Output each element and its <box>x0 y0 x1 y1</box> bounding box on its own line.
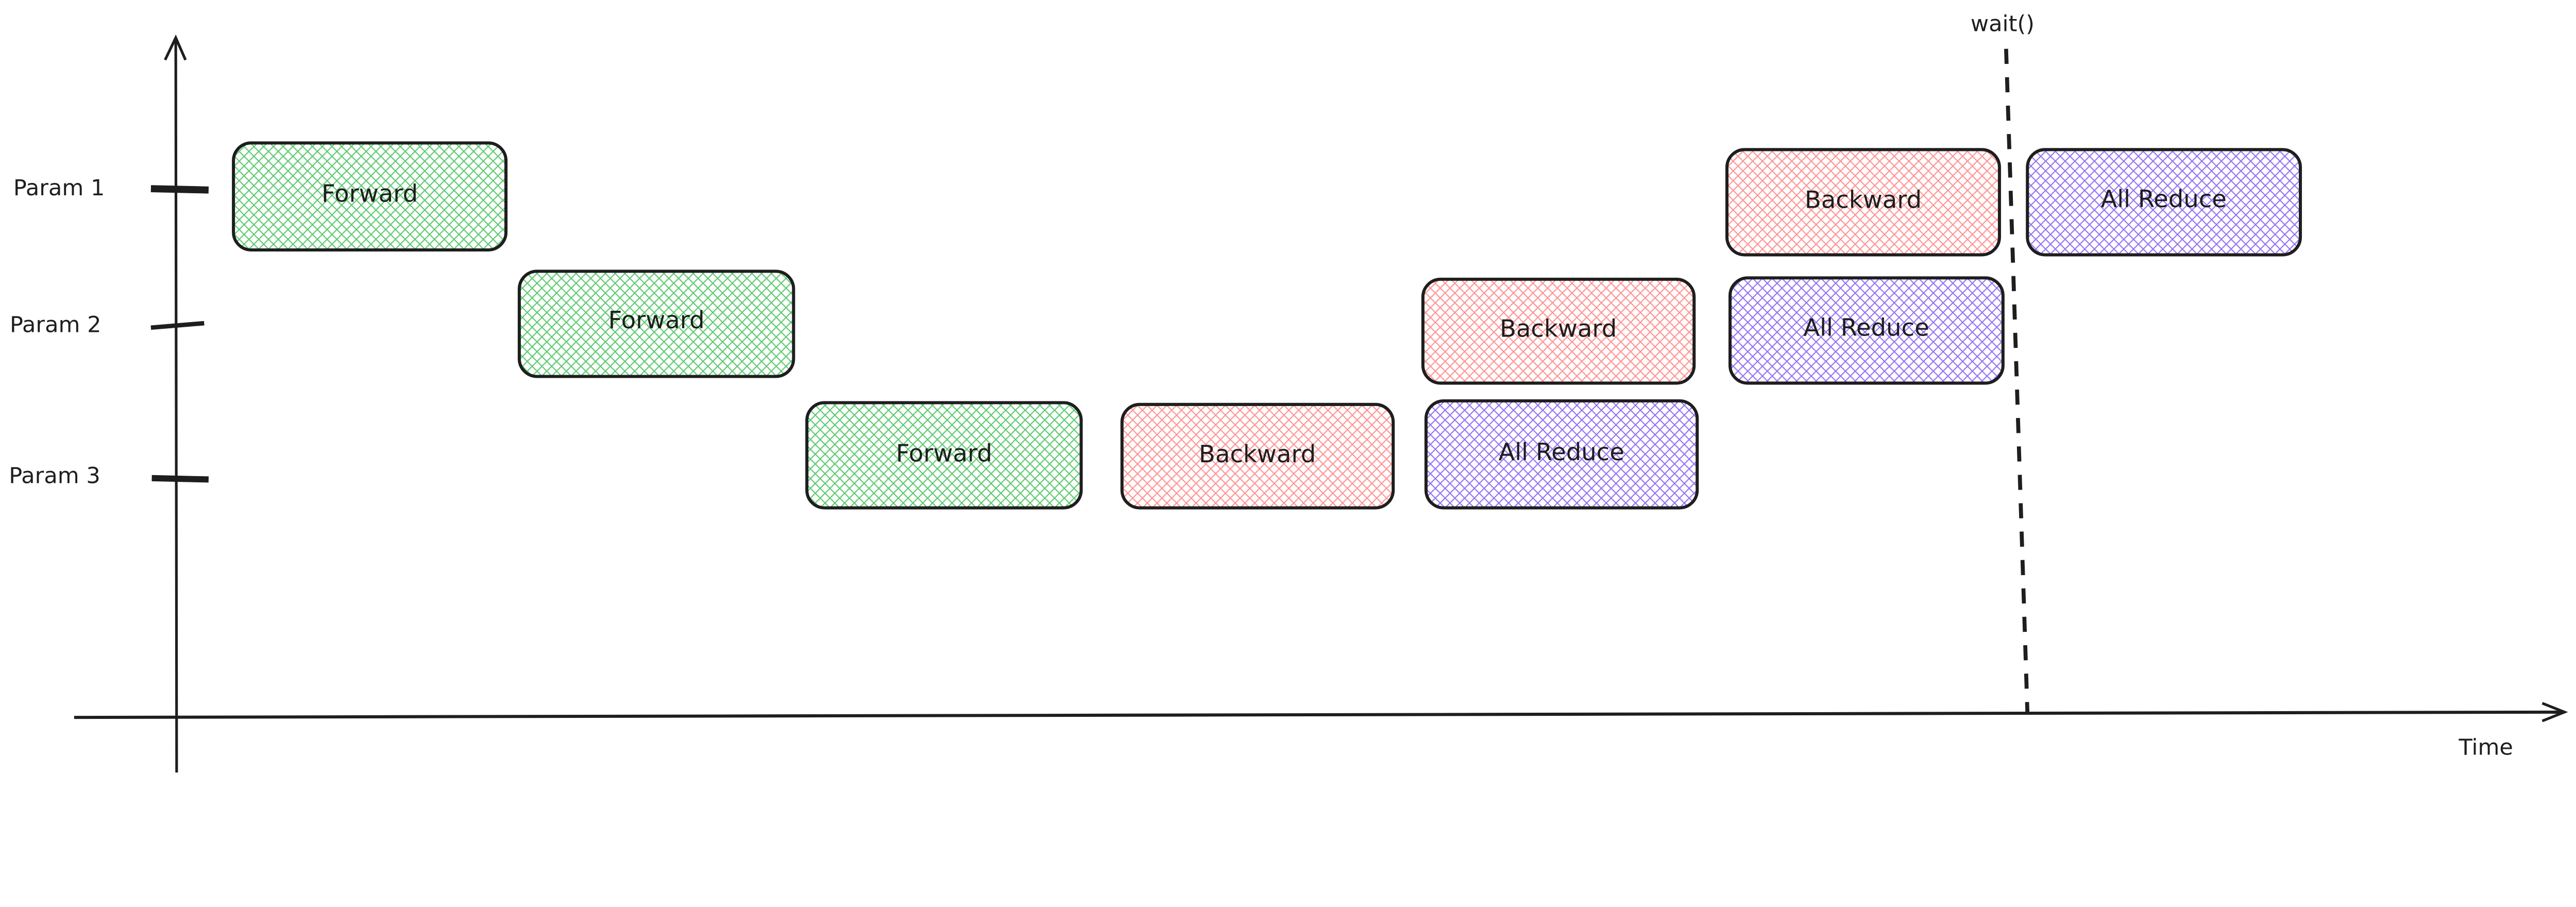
block-backward-param-3: Backward <box>1120 402 1395 510</box>
block-backward-param-2: Backward <box>1421 277 1696 385</box>
block-label: Forward <box>896 440 992 467</box>
row-label-param-3: Param 3 <box>9 463 100 489</box>
row-tick-param-1 <box>150 185 209 194</box>
y-axis-arrowhead-icon <box>164 35 187 61</box>
block-allreduce-param-3: All Reduce <box>1424 399 1699 510</box>
block-forward-param-1: Forward <box>232 141 508 252</box>
timeline-diagram: Time Param 1 Param 2 Param 3 wait() Forw… <box>9 11 2568 772</box>
row-label-param-2: Param 2 <box>10 312 101 338</box>
block-label: All Reduce <box>1498 438 1624 466</box>
block-backward-param-1: Backward <box>1725 148 2001 257</box>
row-tick-param-3 <box>151 475 209 483</box>
block-label: All Reduce <box>2100 185 2226 213</box>
block-label: Forward <box>608 306 705 334</box>
block-label: Backward <box>1805 186 1922 214</box>
block-label: Forward <box>321 180 418 208</box>
block-allreduce-param-2: All Reduce <box>1728 276 2005 385</box>
wait-dashed-line <box>2004 48 2030 713</box>
block-label: All Reduce <box>1803 314 1929 342</box>
block-label: Backward <box>1199 440 1316 468</box>
y-axis <box>174 38 178 772</box>
block-forward-param-2: Forward <box>517 270 795 378</box>
x-axis-arrowhead-icon <box>2541 702 2568 723</box>
row-label-param-1: Param 1 <box>13 175 105 201</box>
x-axis-label: Time <box>2459 734 2513 760</box>
block-forward-param-3: Forward <box>805 401 1083 510</box>
wait-label: wait() <box>1971 11 2035 37</box>
block-allreduce-param-1: All Reduce <box>2026 148 2302 257</box>
row-tick-param-2 <box>150 321 205 330</box>
block-label: Backward <box>1500 314 1617 342</box>
x-axis <box>74 710 2565 719</box>
